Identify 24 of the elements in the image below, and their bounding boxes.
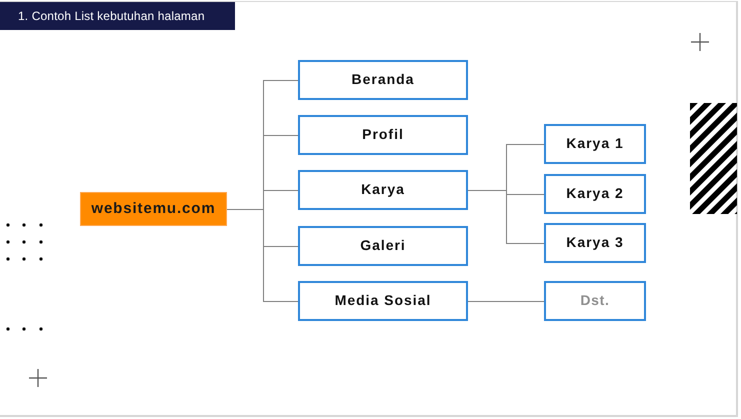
page-box xyxy=(298,281,468,321)
page-box xyxy=(298,170,468,210)
connector-line xyxy=(226,209,298,302)
box-label: Profil xyxy=(362,126,404,144)
box-label: websitemu.com xyxy=(91,200,216,218)
box-label: Karya 2 xyxy=(566,185,624,203)
website-box xyxy=(80,192,227,226)
box-label: Galeri xyxy=(360,237,406,255)
connector-line xyxy=(468,190,544,244)
box-label: Dst. xyxy=(580,292,610,310)
subpage-box xyxy=(544,174,646,214)
box-label: Beranda xyxy=(352,71,414,89)
box-label: Karya 3 xyxy=(566,234,624,252)
box-label: Karya xyxy=(361,181,405,199)
page-box xyxy=(298,115,468,155)
subpage-box xyxy=(544,281,646,321)
box-label: Karya 1 xyxy=(566,135,624,153)
subpage-box xyxy=(544,223,646,263)
title-banner: 1. Contoh List kebutuhan halaman xyxy=(0,2,235,30)
page-box xyxy=(298,226,468,266)
box-label: Media Sosial xyxy=(334,292,432,310)
subpage-box xyxy=(544,124,646,164)
connector-line xyxy=(468,301,544,302)
page-box xyxy=(298,60,468,100)
